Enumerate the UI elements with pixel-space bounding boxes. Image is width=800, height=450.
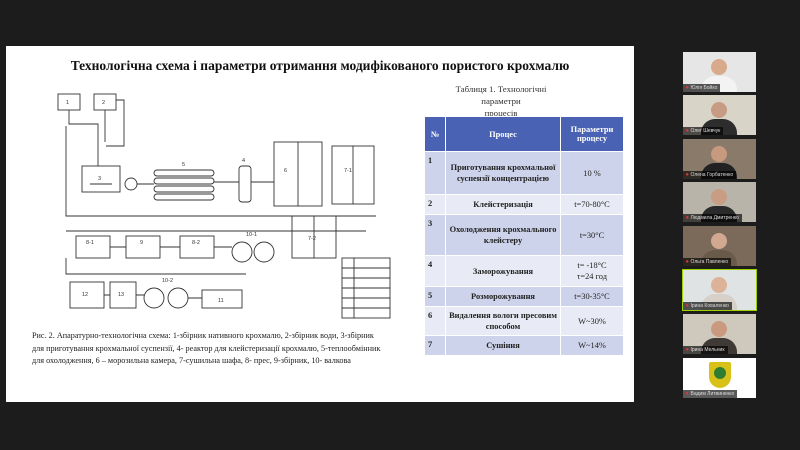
row-number: 4	[424, 255, 446, 287]
process-parameters-table: № Процес Параметри процесу 1 Приготуванн…	[424, 116, 624, 356]
participant-tile[interactable]: ⏺Вадим Литвиненко	[683, 358, 756, 398]
mic-muted-icon: ⏺	[686, 85, 689, 91]
participant-avatar	[711, 102, 727, 118]
diagram-label: 9	[140, 240, 143, 246]
table-row: 5 Розморожування t=30-35°С	[424, 286, 624, 307]
row-number: 6	[424, 306, 446, 336]
row-process: Видалення вологи пресовим способом	[445, 306, 561, 336]
mic-muted-icon: ⏺	[686, 172, 689, 178]
row-process: Розморожування	[445, 286, 561, 307]
participant-name: Людмила Дмитренко	[690, 215, 739, 221]
diagram-label: 2	[102, 100, 105, 106]
row-number: 7	[424, 335, 446, 356]
diagram-label: 10-1	[246, 232, 257, 238]
row-number: 5	[424, 286, 446, 307]
process-flow-diagram: 1 2 3 4 5 6 7-1 8-1 9 8-2 10-1 7-2 12 13…	[57, 93, 391, 319]
diagram-label: 13	[118, 292, 124, 298]
mic-muted-icon: ⏺	[686, 259, 689, 265]
table-header-params: Параметри процесу	[560, 116, 624, 152]
row-process: Приготування крохмальної суспензії конце…	[445, 151, 561, 195]
participant-tile[interactable]: ⏺Людмила Дмитренко	[683, 182, 756, 222]
participant-tile[interactable]: ⏺Ольга Павленко	[683, 226, 756, 266]
participant-tile[interactable]: ⏺Олег Шевчук	[683, 95, 756, 135]
table-row: 2 Клейстеризація t=70-80°С	[424, 194, 624, 215]
row-params: W~30%	[560, 306, 624, 336]
diagram-label: 10-2	[162, 278, 173, 284]
participant-avatar	[711, 233, 727, 249]
participant-avatar	[711, 59, 727, 75]
participant-avatar	[711, 321, 727, 337]
diagram-label: 1	[66, 100, 69, 106]
caption-line: для приготування крохмальної суспензії, …	[32, 343, 381, 353]
participant-name: Олена Горбатенко	[690, 172, 734, 178]
mic-muted-icon: ⏺	[686, 391, 689, 397]
mic-muted-icon: ⏺	[686, 303, 689, 309]
row-number: 2	[424, 194, 446, 215]
row-number: 1	[424, 151, 446, 195]
table-row: 3 Охолодження крохмального клейстеру t=3…	[424, 214, 624, 256]
mic-muted-icon: ⏺	[686, 347, 689, 353]
table-row: 1 Приготування крохмальної суспензії кон…	[424, 151, 624, 195]
participant-name: Ольга Павленко	[690, 259, 729, 265]
mic-muted-icon: ⏺	[686, 128, 689, 134]
row-params: 10 %	[560, 151, 624, 195]
row-params: t=70-80°С	[560, 194, 624, 215]
slide-title: Технологічна схема і параметри отримання…	[70, 58, 570, 73]
participant-name: Ірина Коваленко	[690, 303, 729, 309]
participant-tile[interactable]: ⏺Юлія Бойко	[683, 52, 756, 92]
participant-avatar	[711, 277, 727, 293]
window-top-bar	[0, 0, 800, 12]
diagram-label: 11	[218, 298, 224, 304]
table-row: 6 Видалення вологи пресовим способом W~3…	[424, 306, 624, 336]
row-process: Охолодження крохмального клейстеру	[445, 214, 561, 256]
table-caption: Таблиця 1. Технологічні параметри процес…	[455, 84, 547, 118]
shared-slide: Технологічна схема і параметри отримання…	[6, 46, 634, 402]
mic-muted-icon: ⏺	[686, 215, 689, 221]
caption-line: для охолодження, 6 – морозильна камера, …	[32, 356, 351, 365]
figure-caption: Рис. 2. Апаратурно-технологічна схема: 1…	[32, 330, 432, 368]
diagram-label: 7-2	[308, 236, 316, 242]
participant-name: Юлія Бойко	[690, 85, 718, 91]
participant-tile[interactable]: ⏺Ірина Мельник	[683, 314, 756, 354]
participant-name: Вадим Литвиненко	[690, 391, 735, 397]
diagram-label: 5	[182, 162, 185, 168]
university-emblem-icon	[709, 362, 731, 388]
participant-name: Олег Шевчук	[690, 128, 721, 134]
table-header-process: Процес	[445, 116, 561, 152]
participant-avatar	[711, 189, 727, 205]
caption-line: Рис. 2. Апаратурно-технологічна схема: 1…	[32, 331, 374, 340]
row-number: 3	[424, 214, 446, 256]
participant-name: Ірина Мельник	[690, 347, 725, 353]
row-process: Сушіння	[445, 335, 561, 356]
diagram-label: 8-2	[192, 240, 200, 246]
diagram-label: 8-1	[86, 240, 94, 246]
diagram-label: 12	[82, 292, 88, 298]
row-params: t=30-35°С	[560, 286, 624, 307]
table-row: 7 Сушіння W~14%	[424, 335, 624, 356]
table-header-num: №	[424, 116, 446, 152]
row-params: t=30°С	[560, 214, 624, 256]
row-process: Клейстеризація	[445, 194, 561, 215]
diagram-label: 3	[98, 176, 101, 182]
participant-avatar	[711, 146, 727, 162]
participant-tile-active-speaker[interactable]: ⏺Ірина Коваленко	[682, 269, 757, 311]
diagram-label: 6	[284, 168, 287, 174]
row-params: W~14%	[560, 335, 624, 356]
diagram-label: 7-1	[344, 168, 352, 174]
diagram-label: 4	[242, 158, 245, 164]
participant-tile[interactable]: ⏺Олена Горбатенко	[683, 139, 756, 179]
row-process: Заморожування	[445, 255, 561, 287]
